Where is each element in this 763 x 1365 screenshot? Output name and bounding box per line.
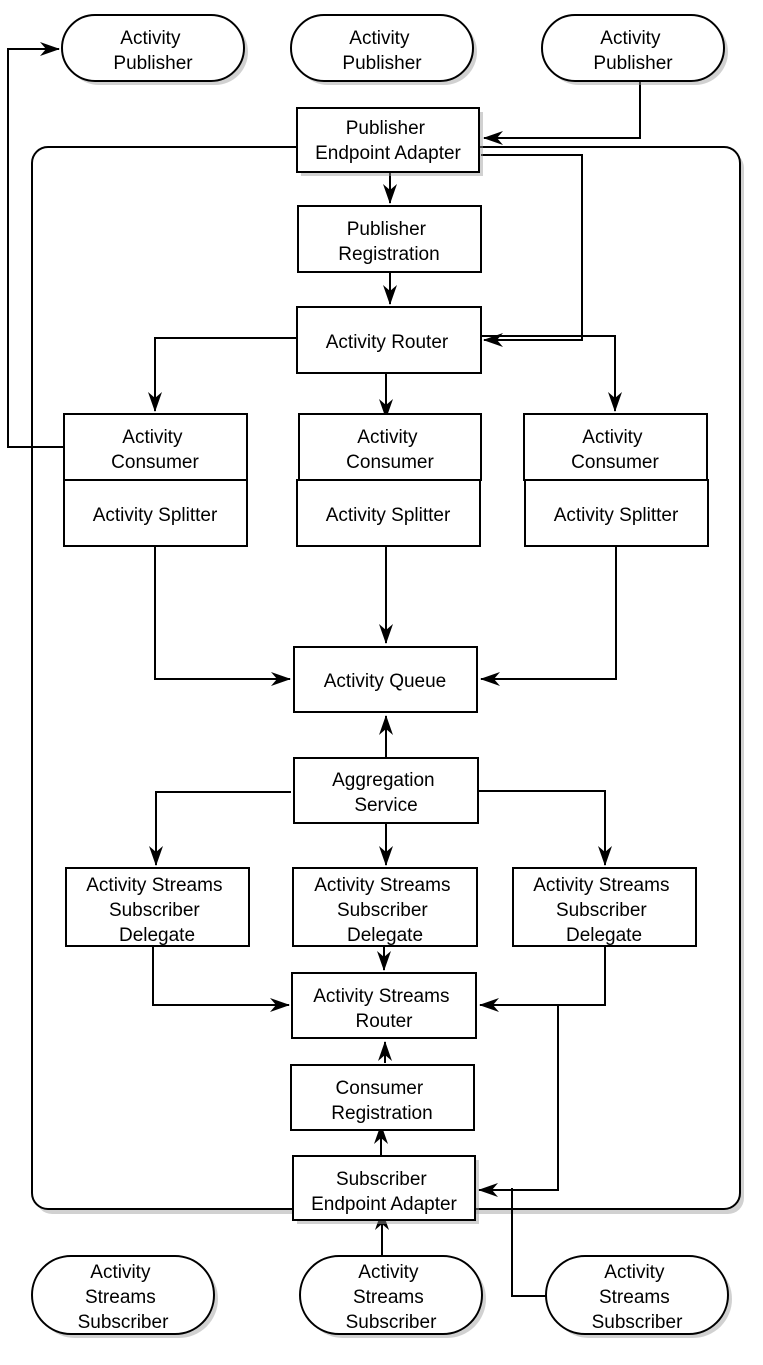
subscriber-delegate-2: Activity Streams Subscriber Delegate bbox=[292, 867, 478, 947]
edge-splitter1-to-queue bbox=[154, 547, 291, 686]
publisher-2: Activity Publisher bbox=[290, 14, 477, 85]
activity-queue-label: Activity Queue bbox=[324, 671, 447, 692]
subscriber-delegate-1-label: Activity Streams Subscriber Delegate bbox=[86, 875, 227, 946]
publisher-1-label: Activity Publisher bbox=[113, 28, 193, 74]
edges bbox=[7, 42, 641, 1297]
activity-consumer-2-label: Activity Consumer bbox=[346, 427, 434, 473]
publisher-3: Activity Publisher bbox=[541, 14, 728, 85]
activity-router-label: Activity Router bbox=[326, 332, 449, 353]
activity-splitter-1: Activity Splitter bbox=[63, 479, 248, 547]
publisher-3-label: Activity Publisher bbox=[593, 28, 673, 74]
activity-splitter-2-label: Activity Splitter bbox=[326, 505, 451, 526]
activity-router: Activity Router bbox=[296, 306, 482, 374]
consumer-registration: Consumer Registration bbox=[290, 1064, 475, 1131]
aggregation-service-label: Aggregation Service bbox=[332, 770, 440, 816]
publisher-registration: Publisher Registration bbox=[297, 205, 482, 273]
publisher-2-label: Activity Publisher bbox=[342, 28, 422, 74]
subscriber-3-label: Activity Streams Subscriber bbox=[592, 1262, 683, 1333]
activity-streams-router-label: Activity Streams Router bbox=[313, 986, 454, 1032]
edge-router-to-consumer1 bbox=[148, 337, 297, 412]
publisher-1: Activity Publisher bbox=[61, 14, 248, 85]
subscriber-delegate-2-label: Activity Streams Subscriber Delegate bbox=[314, 875, 455, 946]
edge-delegate1-to-streams-router bbox=[152, 947, 290, 1012]
activity-splitter-1-label: Activity Splitter bbox=[93, 505, 218, 526]
activity-consumer-1-label: Activity Consumer bbox=[111, 427, 199, 473]
edge-publisher3-to-endpoint-adapter bbox=[483, 80, 641, 145]
subscriber-2: Activity Streams Subscriber bbox=[299, 1255, 486, 1338]
activity-streams-router: Activity Streams Router bbox=[291, 972, 477, 1039]
subscriber-1-label: Activity Streams Subscriber bbox=[78, 1262, 169, 1333]
subscriber-endpoint-adapter: Subscriber Endpoint Adapter bbox=[292, 1155, 479, 1224]
activity-splitter-3-label: Activity Splitter bbox=[554, 505, 679, 526]
edge-streams-router-to-subscriber-adapter bbox=[478, 1005, 559, 1197]
activity-consumer-3-label: Activity Consumer bbox=[571, 427, 659, 473]
edge-subscriber3-to-subscriber-adapter bbox=[511, 1188, 546, 1297]
publisher-endpoint-adapter-label: Publisher Endpoint Adapter bbox=[315, 118, 461, 164]
subscriber-delegate-3-label: Activity Streams Subscriber Delegate bbox=[533, 875, 674, 946]
aggregation-service: Aggregation Service bbox=[293, 757, 479, 824]
edge-consumer1-to-publisher1 bbox=[7, 42, 64, 448]
publisher-registration-label: Publisher Registration bbox=[338, 219, 439, 265]
edge-aggregation-to-delegate3 bbox=[479, 790, 612, 866]
subscriber-endpoint-adapter-label: Subscriber Endpoint Adapter bbox=[311, 1169, 457, 1215]
edge-delegate3-to-streams-router bbox=[479, 947, 606, 1012]
activity-consumer-2: Activity Consumer bbox=[298, 413, 482, 481]
subscriber-delegate-1: Activity Streams Subscriber Delegate bbox=[65, 867, 250, 947]
edge-endpoint-adapter-to-router bbox=[481, 154, 583, 347]
subscriber-1: Activity Streams Subscriber bbox=[31, 1255, 218, 1338]
edge-aggregation-to-delegate1 bbox=[149, 791, 291, 866]
activity-queue: Activity Queue bbox=[293, 646, 478, 713]
publisher-endpoint-adapter: Publisher Endpoint Adapter bbox=[296, 107, 483, 176]
subscriber-delegate-3: Activity Streams Subscriber Delegate bbox=[512, 867, 697, 947]
edge-router-to-consumer3 bbox=[481, 335, 622, 412]
consumer-registration-label: Consumer Registration bbox=[331, 1078, 432, 1124]
activity-splitter-2: Activity Splitter bbox=[296, 479, 481, 547]
subscriber-2-label: Activity Streams Subscriber bbox=[346, 1262, 437, 1333]
subscriber-3: Activity Streams Subscriber bbox=[545, 1255, 732, 1338]
activity-splitter-3: Activity Splitter bbox=[524, 479, 709, 547]
activity-consumer-1: Activity Consumer bbox=[63, 413, 248, 481]
edge-splitter3-to-queue bbox=[480, 547, 617, 686]
activity-consumer-3: Activity Consumer bbox=[523, 413, 708, 481]
